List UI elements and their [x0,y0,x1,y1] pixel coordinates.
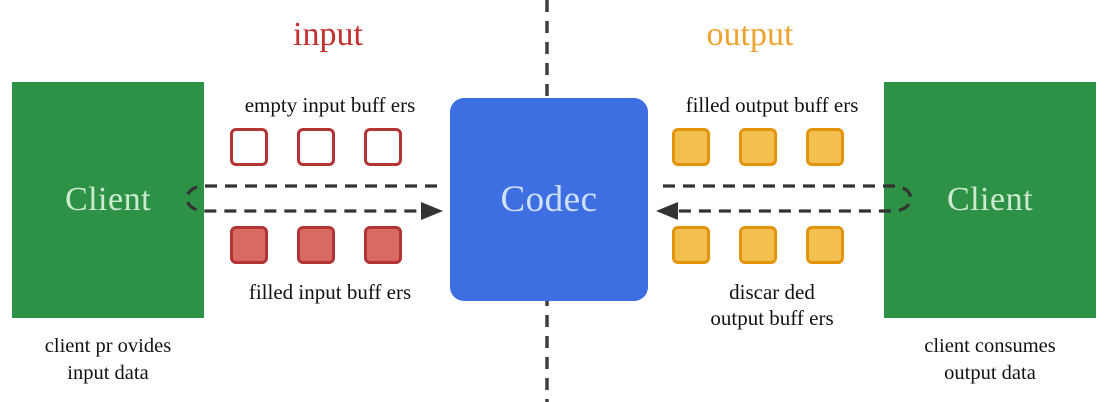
right-client-label: Client [946,181,1034,218]
codec-box: Codec [450,98,648,301]
buffer-square [739,128,777,166]
empty-input-buffers-row [230,128,402,166]
left-caption-line1: client pr ovides [44,335,172,357]
right-caption-line2: output data [944,362,1036,384]
filled-output-buffers-label: filled output buff ers [685,93,859,117]
empty-input-buffers-label: empty input buff ers [244,93,416,117]
left-client-box: Client [12,82,204,318]
output-section-label: output [706,16,794,53]
discarded-label-line2: output buff ers [710,306,834,330]
input-section-label: input [293,16,363,53]
output-flow-arrow [656,184,913,220]
codec-label: Codec [500,179,598,220]
buffer-square [364,128,402,166]
right-client-caption: client consumes output data [878,333,1102,387]
discarded-output-buffers-row [672,226,844,264]
filled-output-buffers-row [672,128,844,166]
buffer-square [672,128,710,166]
buffer-square [739,226,777,264]
buffer-square [230,128,268,166]
input-flow-arrow [185,184,443,220]
buffer-square [806,226,844,264]
filled-input-buffers-row [230,226,402,264]
buffer-square [297,128,335,166]
left-client-caption: client pr ovides input data [10,333,206,387]
buffer-square [364,226,402,264]
buffer-square [806,128,844,166]
filled-input-buffers-label: filled input buff ers [248,280,412,304]
left-client-label: Client [64,181,152,218]
buffer-square [297,226,335,264]
buffer-square [672,226,710,264]
right-client-box: Client [884,82,1096,318]
discarded-label-line1: discar ded [729,280,815,304]
discarded-output-buffers-label: discar ded output buff ers [647,279,897,331]
right-caption-line1: client consumes [924,335,1056,357]
buffer-square [230,226,268,264]
left-caption-line2: input data [67,362,149,384]
